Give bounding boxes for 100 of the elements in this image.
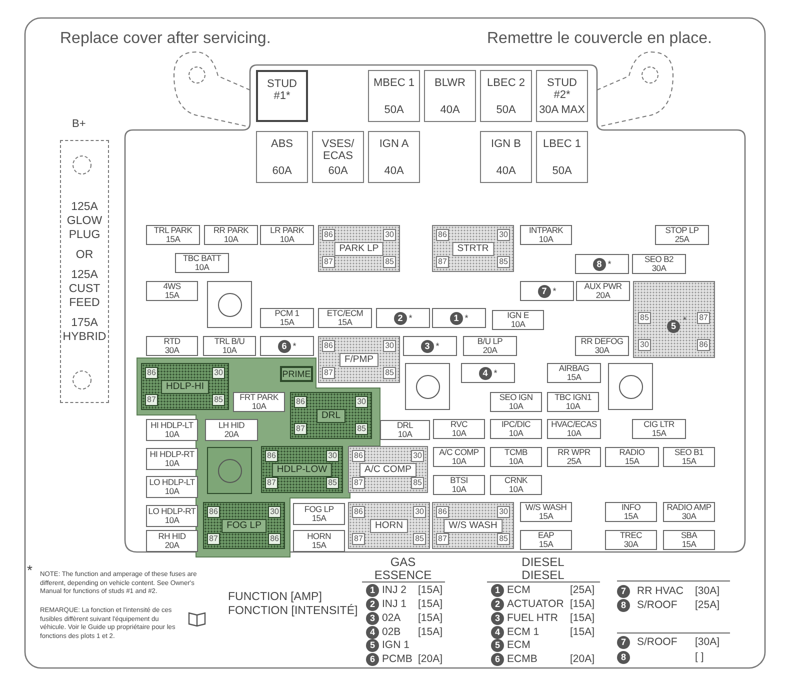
pin-number: 87 [697,312,710,324]
fuse-label: BLWR [434,77,466,89]
amperage-text: 15A [164,291,180,300]
fuse-slot [146,225,200,245]
fuse-slot [490,392,542,412]
fuse-slot [146,476,198,498]
fuse-label: RTD [164,337,180,346]
pin-number: 30 [355,396,368,408]
fuse-slot [480,131,532,183]
fuse-slot [260,225,314,245]
key-text: [15A] [418,584,443,596]
relay-label: HORN [370,518,408,532]
fuse-slot [60,140,109,403]
fuse-label: LBEC 1 [543,138,581,150]
circled-number: 2 [491,598,504,611]
amperage-text: 40A [496,165,516,177]
amperage-text: 60A [272,165,292,177]
circled-number: 3 [491,612,504,625]
key-heading: FONCTION [INTENSITÉ] [228,605,358,617]
fuse-slot [492,310,544,330]
fuse-slot [205,419,258,441]
key-text: [15A] [570,612,595,624]
pin-number: 87 [265,477,278,489]
circled-number: 8 [592,258,606,270]
pin-number: 86 [697,339,710,351]
circled-number: 6 [366,653,379,666]
empty-socket [608,363,653,410]
fuse-slot [433,419,485,439]
fuse-slot [368,70,420,122]
pin-number: 87 [322,256,335,268]
fuse-label: SBA [680,531,698,540]
fuse-slot [433,447,485,467]
circled-number: 7 [617,636,630,649]
column-heading: GAS [390,555,416,569]
fuse-label: CRNK [504,476,528,485]
amperage-text: 60A [328,165,348,177]
amperage-text: 10A [164,487,180,496]
fuse-label: RADIO AMP [666,503,712,512]
relay-socket [318,336,400,383]
key-text: FUEL HTR [507,612,558,624]
key-text: INJ 1 [382,598,407,610]
fuse-slot [204,225,258,245]
fuse-slot [368,131,420,183]
relay-socket [261,446,343,493]
key-text: INJ 2 [382,584,407,596]
pin-number: 30 [212,367,225,379]
pin-number: 86 [352,450,365,462]
footnote-mark: * [608,260,612,268]
relay-label: A/C COMP [360,462,416,476]
fuse-slot [490,447,542,467]
fuse-slot [490,475,542,495]
pin-number: 86 [322,229,335,241]
amperage-text: 30A [682,512,696,521]
fuse-label: HVAC/ECAS [551,420,597,429]
fuse-slot [424,70,476,122]
amperage-text: 40A [384,165,404,177]
fuse-slot [536,131,588,183]
pin-number: 87 [352,533,365,545]
circled-number: 6 [491,653,504,666]
pin-number: 85 [411,477,424,489]
fuse-label: RADIO [619,448,645,457]
amperage-text: 30A [624,540,638,549]
amperage-text: 30A MAX [539,104,585,116]
fuse-label: HORN [307,532,331,541]
fuse-label: ETC/ECM [326,309,364,318]
fuse-slot [632,419,686,439]
amperage-text: 50A [496,104,516,116]
fuse-label: TCMB [504,448,528,457]
relay-label: F/PMP [339,352,379,366]
amperage-text: 15A [682,540,696,549]
relay-label: HDLP-LOW [272,462,332,476]
key-text: [15A] [418,626,443,638]
relay-socket [432,502,514,549]
pin-number: 86 [294,396,307,408]
fuse-label: HI HDLP-RT [150,450,194,459]
fuse-slot [655,225,709,245]
fuse-slot [146,505,198,527]
pin-number: 86 [352,506,365,518]
fuse-slot [312,131,364,183]
fuse-slot [380,420,430,440]
key-text: ECMB [507,653,538,665]
fuse-slot [260,336,314,356]
pin-number: 30 [268,506,281,518]
footnote-mark: * [683,316,687,325]
fuse-label: SEO B2 [644,255,674,264]
fuse-slot [146,448,198,470]
amperage-text: 15A [682,457,696,466]
key-text: [15A] [418,612,443,624]
pin-number: 86 [436,229,449,241]
pin-number: 87 [436,256,449,268]
fuse-label: INFO [621,503,641,512]
fuse-slot [146,336,198,356]
key-text: S/ROOF [637,599,678,611]
fuse-slot [403,336,457,356]
key-text: ECM 1 [507,626,540,638]
fuse-slot [632,254,686,274]
fuse-label: AUX PWR [584,282,622,291]
key-text: [15A] [570,626,595,638]
circled-number: 8 [617,651,630,664]
relay-socket [432,225,514,272]
